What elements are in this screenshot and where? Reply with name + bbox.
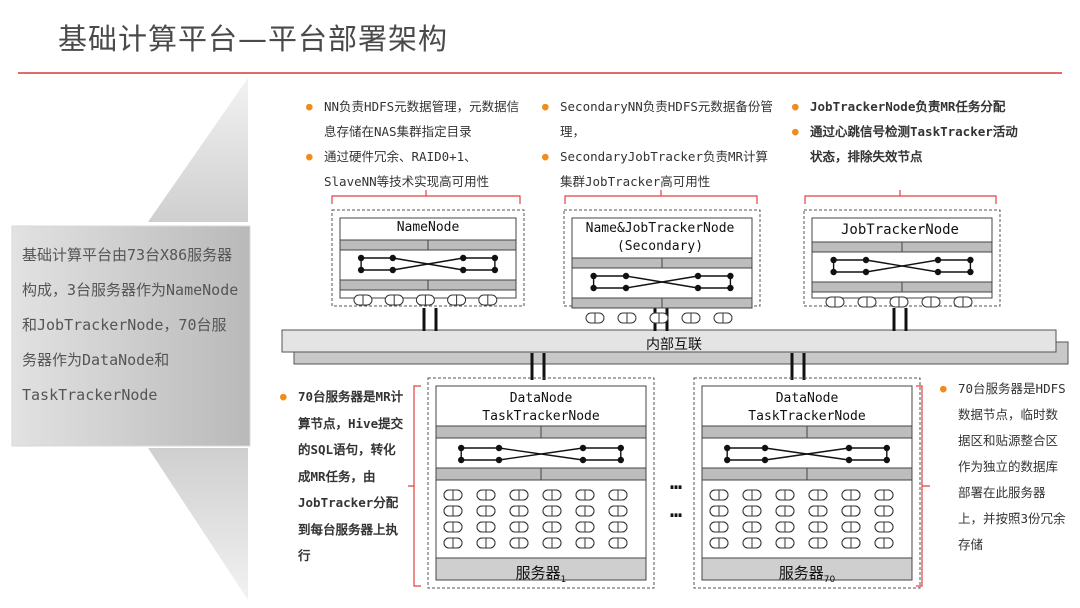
server-footer xyxy=(701,557,913,581)
server-1-index: 1 xyxy=(560,575,567,585)
datanode-70-label: DataNode TaskTrackerNode xyxy=(702,390,912,426)
secondary-node-box xyxy=(563,209,761,324)
datanode-1-line1: DataNode xyxy=(509,391,573,406)
storage-note: 70台服务器是HDFS数据节点，临时数据区和贴源整合区作为独立的数据库部署在此服… xyxy=(940,376,1070,558)
link-dot xyxy=(845,444,853,452)
link-dot xyxy=(622,284,630,292)
server-1-label: 服务器1 xyxy=(436,562,646,585)
link-line xyxy=(392,257,464,271)
link-dot xyxy=(883,444,890,452)
link-dot xyxy=(357,254,365,262)
server-70-label: 服务器70 xyxy=(702,562,912,585)
secondary-node-label-line1: Name&JobTrackerNode xyxy=(585,221,735,236)
link-line xyxy=(625,275,699,289)
link-dot xyxy=(460,266,467,274)
link-dot xyxy=(830,268,837,276)
link-dot xyxy=(617,456,624,464)
secondary-note-1: SecondaryNN负责HDFS元数据备份管理， xyxy=(542,94,774,144)
datanode-1-line2: TaskTrackerNode xyxy=(482,409,600,424)
note-brackets xyxy=(331,190,997,587)
link-dot xyxy=(389,254,396,262)
namenode-box xyxy=(331,209,525,307)
node-frame xyxy=(331,209,525,307)
compute-notes: 70台服务器是MR计算节点，Hive提交的SQL语句，转化成MR任务，由JobT… xyxy=(280,384,408,570)
link-dot xyxy=(579,444,587,452)
compute-note: 70台服务器是MR计算节点，Hive提交的SQL语句，转化成MR任务，由JobT… xyxy=(280,384,408,570)
jobtracker-node-label: JobTrackerNode xyxy=(840,222,959,238)
link-dot xyxy=(495,456,503,464)
link-dot xyxy=(622,272,630,280)
link-dot xyxy=(491,254,499,262)
link-dot xyxy=(934,268,942,276)
secondary-node-label: Name&JobTrackerNode (Secondary) xyxy=(572,220,748,256)
datanode-70-line2: TaskTrackerNode xyxy=(748,409,866,424)
ellipsis-lower: … xyxy=(669,498,683,522)
link-dot xyxy=(967,268,974,276)
node-frame xyxy=(693,377,921,589)
jobtracker-notes: JobTrackerNode负责MR任务分配 通过心跳信号检测TaskTrack… xyxy=(792,94,1028,169)
server-1-name: 服务器 xyxy=(515,564,561,582)
node-frame xyxy=(427,377,655,589)
link-dot xyxy=(357,266,365,274)
link-dot xyxy=(967,256,974,264)
jobtracker-note-1: JobTrackerNode负责MR任务分配 xyxy=(792,94,1028,119)
namenode-note-2: 通过硬件冗余、RAID0+1、SlaveNN等技术实现高可用性 xyxy=(306,144,526,194)
link-dot xyxy=(590,272,597,280)
link-line xyxy=(764,447,850,461)
datanode-1-label: DataNode TaskTrackerNode xyxy=(436,390,646,426)
interconnect-bar xyxy=(281,329,1069,365)
link-dot xyxy=(694,272,702,280)
data-nodes xyxy=(427,377,921,589)
link-dot xyxy=(862,268,870,276)
link-dot xyxy=(830,256,837,264)
link-dot xyxy=(761,456,769,464)
namenode-notes: NN负责HDFS元数据管理，元数据信息存储在NAS集群指定目录 通过硬件冗余、R… xyxy=(306,94,526,194)
page-title: 基础计算平台—平台部署架构 xyxy=(58,22,449,56)
link-dot xyxy=(694,284,702,292)
control-nodes xyxy=(331,209,1001,324)
link-dot xyxy=(724,456,731,464)
link-dot xyxy=(460,254,467,262)
secondary-node-label-line2: (Secondary) xyxy=(616,239,704,254)
summary-panel-shape xyxy=(11,78,251,600)
ellipsis-upper: … xyxy=(669,470,683,494)
secondary-notes: SecondaryNN负责HDFS元数据备份管理， SecondaryJobTr… xyxy=(542,94,774,194)
link-dot xyxy=(495,444,503,452)
link-dot xyxy=(590,284,597,292)
link-dot xyxy=(845,456,853,464)
server-70-index: 70 xyxy=(823,575,836,585)
link-dot xyxy=(883,456,890,464)
secondary-note-2: SecondaryJobTracker负责MR计算集群JobTracker高可用… xyxy=(542,144,774,194)
interconnect-label: 内部互联 xyxy=(646,337,702,353)
datanode-70-box xyxy=(693,377,921,589)
link-dot xyxy=(579,456,587,464)
link-dot xyxy=(727,284,734,292)
link-line xyxy=(865,259,939,273)
server-70-name: 服务器 xyxy=(778,564,824,582)
link-dot xyxy=(617,444,624,452)
link-dot xyxy=(934,256,942,264)
namenode-note-1: NN负责HDFS元数据管理，元数据信息存储在NAS集群指定目录 xyxy=(306,94,526,144)
title-divider xyxy=(18,72,1062,74)
link-dot xyxy=(458,456,465,464)
link-dot xyxy=(761,444,769,452)
datanode-1-box xyxy=(427,377,655,589)
link-dot xyxy=(862,256,870,264)
link-dot xyxy=(458,444,465,452)
link-dot xyxy=(389,266,396,274)
link-line xyxy=(498,447,584,461)
link-dot xyxy=(724,444,731,452)
datanode-70-line1: DataNode xyxy=(775,391,839,406)
connector-lines xyxy=(422,308,908,380)
server-footer xyxy=(435,557,647,581)
jobtracker-note-2: 通过心跳信号检测TaskTracker活动状态，排除失效节点 xyxy=(792,119,1028,169)
link-dot xyxy=(491,266,499,274)
storage-notes: 70台服务器是HDFS数据节点，临时数据区和贴源整合区作为独立的数据库部署在此服… xyxy=(940,376,1070,558)
summary-text: 基础计算平台由73台X86服务器构成，3台服务器作为NameNode和JobTr… xyxy=(22,246,239,404)
jobtracker-node-box xyxy=(803,209,1001,308)
namenode-label: NameNode xyxy=(396,220,460,235)
link-dot xyxy=(727,272,734,280)
